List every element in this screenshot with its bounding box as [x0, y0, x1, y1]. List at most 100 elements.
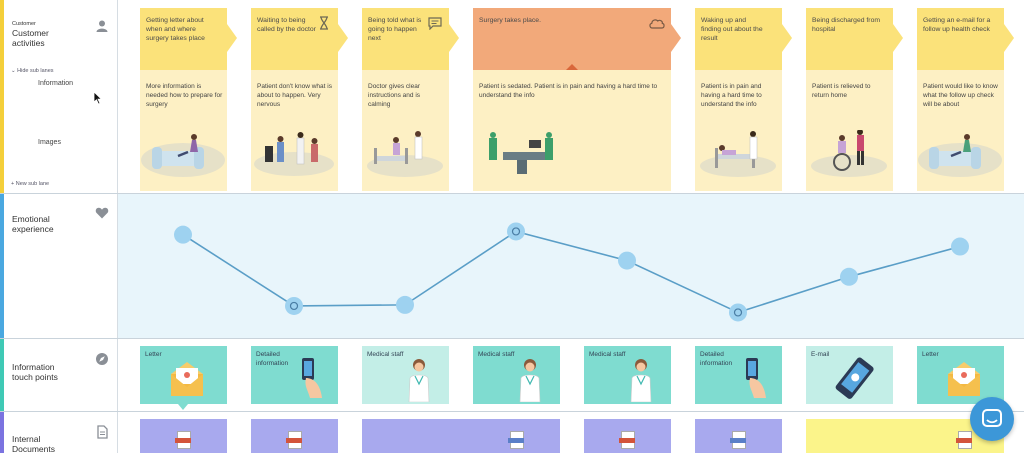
ppt-file-icon [619, 431, 635, 449]
touch-point-card[interactable]: Letter [917, 346, 1004, 404]
activity-header[interactable]: Being discharged from hospital [806, 8, 903, 70]
emotional-experience-band [118, 194, 1024, 338]
phone-hand-icon [746, 358, 766, 398]
activity-info: Patient don't know what is about to happ… [257, 83, 332, 108]
ppt-file-icon [956, 431, 972, 449]
touch-point-card[interactable]: E-mail [806, 346, 893, 404]
activity-info: More information is needed how to prepar… [146, 83, 223, 108]
hide-sub-lanes-link[interactable]: ⌄ Hide sub lanes [11, 68, 54, 74]
emotion-point[interactable] [840, 267, 858, 286]
wheelchair-illustration [811, 130, 887, 177]
activity-label: Getting letter about when and where surg… [146, 17, 205, 42]
touch-point-card[interactable]: Medical staff [584, 346, 671, 404]
activity-header[interactable]: Waiting to being called by the doctor [251, 8, 348, 70]
emotion-point[interactable] [174, 225, 192, 244]
activity-header[interactable]: Surgery takes place. [473, 8, 681, 70]
touch-point-label: Medical staff [367, 351, 404, 358]
document-icon [97, 425, 108, 439]
touch-points-title[interactable]: Information touch points [12, 362, 58, 382]
emotion-point-marker [733, 308, 743, 317]
hide-sub-lanes-label: Hide sub lanes [17, 68, 54, 74]
lane-divider [0, 193, 1024, 194]
activity-card[interactable]: Being discharged from hospital Patient i… [806, 8, 903, 191]
lane-divider [0, 338, 1024, 339]
touch-point-pointer [178, 404, 188, 410]
ppt-tag [956, 438, 972, 443]
touch-point-card[interactable]: Medical staff [362, 346, 449, 404]
lane-label-column: Customer Customer activities ⌄ Hide sub … [0, 0, 118, 453]
activity-info: Patient would like to know what the foll… [923, 83, 998, 108]
activity-header[interactable]: Waking up and finding out about the resu… [695, 8, 792, 70]
activity-label: Being told what is going to happen next [368, 17, 422, 42]
doctor-talk-illustration [367, 131, 443, 177]
document-card[interactable] [140, 419, 227, 453]
touch-point-label: Medical staff [589, 351, 626, 358]
activity-header[interactable]: Being told what is going to happen next [362, 8, 459, 70]
sub-lane-images[interactable]: Images [38, 139, 61, 146]
emotion-point[interactable] [396, 295, 414, 314]
doc-tag [508, 438, 524, 443]
touch-point-card[interactable]: Detailed information [251, 346, 338, 404]
chat-button[interactable] [970, 397, 1014, 441]
emotional-experience-title[interactable]: Emotional experience [12, 214, 54, 234]
mouse-cursor-icon [93, 91, 103, 105]
activity-card[interactable]: Surgery takes place. Patient is sedated.… [473, 8, 681, 191]
activity-card[interactable]: Getting an e-mail for a follow up health… [917, 8, 1014, 191]
envelope-icon [171, 362, 203, 396]
activity-info: Doctor gives clear instructions and is c… [368, 83, 421, 108]
emotion-point[interactable] [507, 222, 525, 241]
hospital-bed-illustration [700, 131, 776, 177]
comment-icon [428, 17, 442, 30]
new-sub-lane-link[interactable]: + New sub lane [11, 181, 49, 187]
person-icon [96, 20, 108, 32]
activity-label: Waiting to being called by the doctor [257, 17, 316, 33]
activity-card[interactable]: Waiting to being called by the doctor Pa… [251, 8, 348, 191]
heart-icon [95, 207, 109, 219]
doc-file-icon [730, 431, 746, 449]
lane-color-customer [0, 0, 4, 193]
activity-header[interactable]: Getting letter about when and where surg… [140, 8, 237, 70]
plus-icon: + [11, 181, 15, 187]
touch-point-card[interactable]: Detailed information [695, 346, 782, 404]
emotion-point-marker [511, 227, 521, 236]
activity-info: Patient is sedated. Patient is in pain a… [479, 83, 658, 99]
customer-activities-title[interactable]: Customer activities [12, 28, 49, 48]
activity-header[interactable]: Getting an e-mail for a follow up health… [917, 8, 1014, 70]
document-card[interactable] [695, 419, 782, 453]
emotion-point[interactable] [618, 251, 636, 270]
doctor-icon [630, 359, 652, 402]
ppt-tag [175, 438, 191, 443]
activity-label: Being discharged from hospital [812, 17, 881, 33]
emotion-point[interactable] [951, 237, 969, 256]
document-card[interactable] [584, 419, 671, 453]
ppt-tag [286, 438, 302, 443]
emotion-point[interactable] [285, 296, 303, 315]
document-card[interactable] [251, 419, 338, 453]
touch-point-label: Detailed information [700, 351, 733, 367]
touch-point-card[interactable]: Medical staff [473, 346, 560, 404]
touch-point-label: E-mail [811, 351, 830, 358]
activity-card[interactable]: Being told what is going to happen next … [362, 8, 459, 191]
touch-point-label: Detailed information [256, 351, 289, 367]
activity-label: Waking up and finding out about the resu… [701, 17, 763, 42]
activity-info: Patient is in pain and having a hard tim… [701, 83, 762, 108]
phone-hand-icon [302, 358, 322, 398]
touch-points-band: Letter Detailed information Medical staf… [118, 339, 1024, 411]
lane-divider [0, 411, 1024, 412]
activity-card[interactable]: Getting letter about when and where surg… [140, 8, 237, 191]
lane-color-docs [0, 412, 4, 453]
activity-card[interactable]: Waking up and finding out about the resu… [695, 8, 792, 191]
touch-point-card[interactable]: Letter [140, 346, 227, 410]
internal-documents-title[interactable]: Internal Documents [12, 434, 55, 453]
document-card[interactable] [362, 419, 560, 453]
touch-point-label: Letter [922, 351, 939, 358]
doctor-icon [408, 359, 430, 402]
ppt-file-icon [175, 431, 191, 449]
emotion-point[interactable] [729, 303, 747, 322]
sub-lane-information[interactable]: Information [38, 80, 74, 87]
waiting-room-illustration [254, 132, 334, 176]
smartphone-icon [835, 357, 874, 399]
envelope-icon [948, 362, 980, 396]
cloud-icon [649, 19, 665, 29]
new-sub-lane-label: New sub lane [15, 181, 50, 187]
